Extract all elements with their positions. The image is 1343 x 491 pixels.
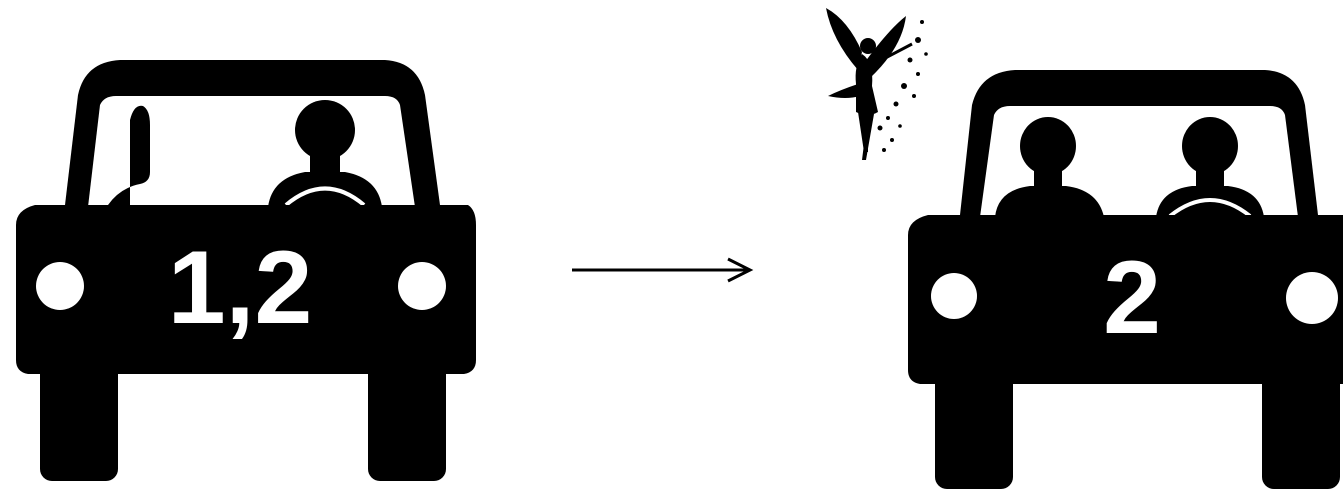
left-car-wheel-right: [368, 355, 446, 481]
left-car-number: 1,2: [168, 230, 313, 346]
fairy-icon: [826, 8, 928, 160]
right-car-wheel-right: [1262, 365, 1340, 489]
right-car-headlight-left: [931, 273, 977, 319]
right-arrow-icon: [572, 259, 750, 281]
right-car-headlight-right: [1286, 272, 1338, 324]
right-car-number: 2: [1103, 240, 1161, 356]
left-car-headlight-left: [36, 262, 84, 310]
right-car: 2: [908, 70, 1343, 489]
left-car-wheel-left: [40, 355, 118, 481]
left-car-headlight-right: [398, 262, 446, 310]
right-car-wheel-left: [935, 365, 1013, 489]
left-car: 1,2: [16, 60, 476, 481]
